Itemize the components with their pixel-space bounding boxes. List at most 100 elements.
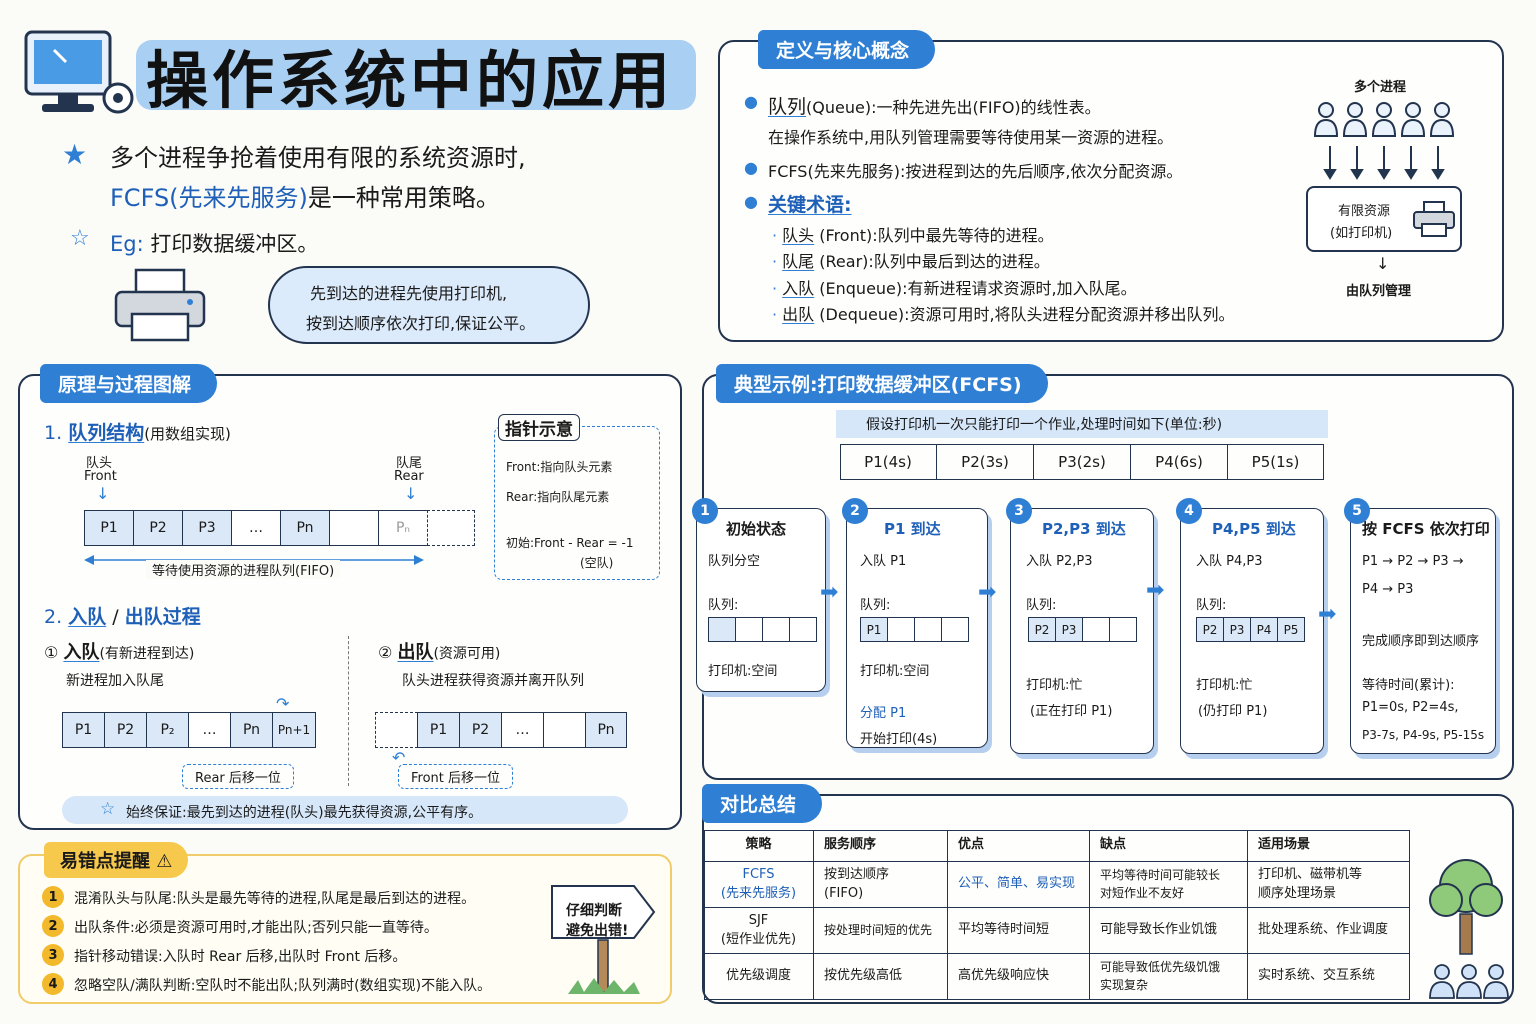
guarantee-bar [62, 796, 628, 824]
arrow-right-icon: ➡ [978, 580, 997, 605]
compare-header: 缺点 [1090, 830, 1248, 862]
section-2-separator: / [112, 606, 119, 628]
processes-label: 多个进程 [1354, 80, 1407, 95]
step-start-print: 开始打印(4s) [860, 732, 938, 747]
limited-resource-label: 有限资源 [1338, 204, 1391, 219]
queue-cell: … [231, 510, 281, 546]
page-title: 操作系统中的应用 [146, 44, 675, 117]
dequeue-desc: 队头进程获得资源并离开队列 [402, 673, 584, 689]
key-terms-label: 关键术语: [768, 194, 852, 216]
bubble-line-2: 按到达顺序依次打印,保证公平。 [306, 314, 536, 333]
signpost-line-1: 仔细判断 [566, 903, 622, 919]
definition-title: 定义与核心概念 [758, 30, 936, 69]
step-title: P1 到达 [884, 520, 941, 538]
compare-cell: 公平、简单、易实现 [948, 862, 1090, 908]
enqueue-heading: ① 入队(有新进程到达) [44, 638, 194, 664]
printer-icon [110, 266, 210, 346]
pointer-title: 指针示意 [498, 414, 580, 441]
step-printer-status: 打印机:空间 [860, 664, 930, 679]
step-queue-cell [789, 617, 817, 642]
dequeue-cell: P1 [417, 712, 460, 748]
step-queue-cell [941, 617, 969, 642]
divider [348, 636, 349, 786]
wait-time-line-2: P3-7s, P4-9s, P5-15s [1362, 728, 1485, 742]
compare-cell: 可能导致长作业饥饿 [1090, 908, 1248, 954]
enqueue-cell: Pn [230, 712, 273, 748]
step-queue-cell [1082, 617, 1110, 642]
dequeue-note: (资源可用) [433, 646, 501, 662]
principle-panel [18, 374, 682, 830]
step-printer-status: 打印机:忙 [1196, 678, 1253, 693]
step-card [1350, 508, 1496, 754]
print-order-line-2: P4 → P3 [1362, 582, 1414, 597]
arrow-down-icon: ↓ [1376, 254, 1390, 273]
compare-panel [702, 794, 1514, 1004]
mini-printer-icon [1412, 200, 1456, 240]
arrow-right-icon: ➡ [1318, 602, 1337, 627]
dequeue-heading: ② 出队(资源可用) [378, 638, 500, 664]
mistake-number: 3 [42, 944, 64, 966]
queue-cell: Pn [280, 510, 330, 546]
step-queue-label: 队列: [1026, 598, 1057, 613]
section-2-title-b: 出队过程 [124, 606, 201, 628]
section-1-title: 队列结构 [68, 422, 145, 444]
compare-cell: 打印机、磁带机等 顺序处理场景 [1248, 862, 1410, 908]
term-dequeue: 出队 [782, 305, 815, 324]
intro-line-2: FCFS(先来先服务)是一种常用策略。 [110, 178, 500, 213]
enqueue-number: ① [44, 643, 59, 662]
intro-line-1: 多个进程争抢着使用有限的系统资源时, [110, 144, 526, 172]
title-highlight [136, 40, 696, 110]
enqueue-cell: P2 [104, 712, 147, 748]
dequeue-cell: P2 [459, 712, 502, 748]
enqueue-note: (有新进程到达) [99, 646, 195, 662]
compare-cell: 可能导致低优先级饥饿 实现复杂 [1090, 954, 1248, 1000]
tree-icon [1424, 852, 1508, 958]
enqueue-cell: Pn+1 [272, 712, 316, 748]
rear-arrow-icon: ↓ [404, 484, 418, 503]
section-1-heading: 1. 队列结构(用数组实现) [44, 418, 231, 445]
queue-cell [427, 510, 475, 546]
limited-resource-note: (如打印机) [1330, 226, 1393, 241]
term-enqueue-en: (Enqueue) [819, 279, 903, 298]
term-rear-desc: :队列中最后到达的进程。 [868, 252, 1050, 271]
compare-cell: 按到达顺序 (FIFO) [814, 862, 948, 908]
fcfs-highlight: FCFS(先来先服务) [110, 184, 308, 212]
dequeue-title: 出队 [397, 642, 434, 663]
bullet-dot: ● [744, 158, 758, 177]
mistake-number: 4 [42, 973, 64, 995]
jobs-table [840, 444, 1324, 480]
compare-cell: 高优先级响应快 [948, 954, 1090, 1000]
mistake-item: 忽略空队/满队判断:空队时不能出队;队列满时(数组实现)不能入队。 [74, 978, 492, 994]
step-title: P4,P5 到达 [1212, 520, 1296, 538]
signpost-line-2: 避免出错! [566, 923, 629, 939]
step-queue-cell [708, 617, 736, 642]
step-badge: 2 [842, 498, 868, 524]
mistake-item: 出队条件:必须是资源可用时,才能出队;否列只能一直等待。 [74, 920, 438, 936]
eg-line: Eg: 打印数据缓冲区。 [110, 228, 318, 258]
computer-icon [20, 28, 140, 124]
intro-line-2-rest: 是一种常用策略。 [307, 184, 500, 212]
term-dequeue-desc: :资源可用时,将队头进程分配资源并移出队列。 [904, 305, 1235, 324]
step-card [696, 508, 826, 692]
queue-text: (Queue):一种先进先出(FIFO)的线性表。 [806, 98, 1101, 117]
job-cell: P2(3s) [937, 444, 1034, 480]
step-line: 队列分空 [708, 554, 761, 569]
queue-cell: P1 [84, 510, 134, 546]
step-allocate: 分配 P1 [860, 706, 907, 721]
job-cell: P5(1s) [1228, 444, 1324, 480]
dequeue-cell [375, 712, 418, 748]
step-queue-cell: P2 [1196, 617, 1224, 642]
pointer-init: 初始:Front - Rear = -1 [506, 536, 634, 550]
queue-definition: 队列(Queue):一种先进先出(FIFO)的线性表。 [768, 92, 1101, 119]
bubble-line-1: 先到达的进程先使用打印机, [310, 284, 508, 303]
dequeue-caption: Front 后移一位 [398, 764, 514, 789]
pointer-front: Front:指向队头元素 [506, 460, 613, 474]
wait-time-line-1: P1=0s, P2=4s, [1362, 700, 1459, 715]
completion-order: 完成顺序即到达顺序 [1362, 634, 1480, 649]
queue-term: 队列 [768, 96, 807, 118]
eg-text: 打印数据缓冲区。 [150, 232, 319, 256]
term-front-en: (Front) [819, 226, 873, 245]
step-queue-cell: P3 [1055, 617, 1083, 642]
queue-cell: P2 [133, 510, 183, 546]
step-queue-cell: P4 [1250, 617, 1278, 642]
